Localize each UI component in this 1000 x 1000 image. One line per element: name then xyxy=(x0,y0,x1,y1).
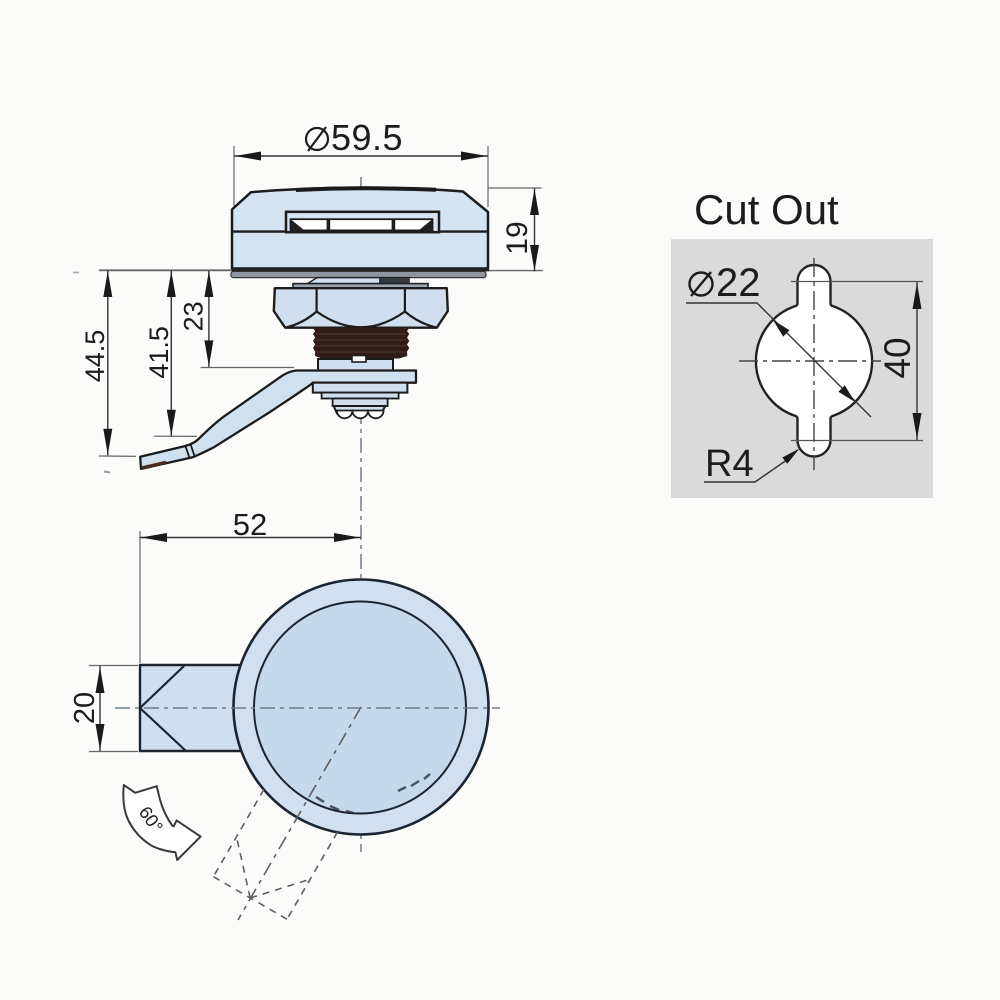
svg-text:23: 23 xyxy=(179,301,209,331)
svg-text:41.5: 41.5 xyxy=(144,326,174,379)
svg-text:44.5: 44.5 xyxy=(80,330,110,383)
svg-text:R4: R4 xyxy=(705,443,754,485)
svg-text:59.5: 59.5 xyxy=(331,117,403,158)
svg-text:Cut Out: Cut Out xyxy=(694,186,839,233)
svg-text:52: 52 xyxy=(233,507,267,542)
svg-text:19: 19 xyxy=(501,221,534,254)
svg-text:22: 22 xyxy=(716,261,761,305)
svg-text:20: 20 xyxy=(69,692,101,724)
svg-text:40: 40 xyxy=(877,337,918,378)
